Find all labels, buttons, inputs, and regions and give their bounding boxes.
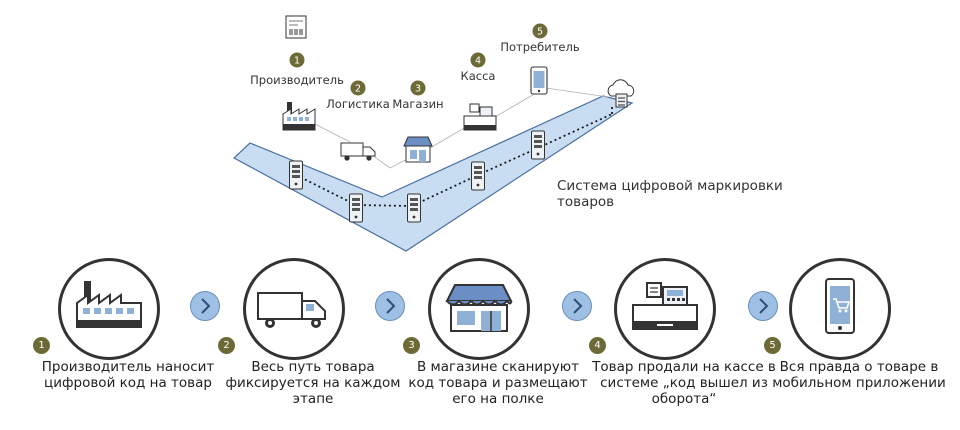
step-number-badge: 4 xyxy=(589,337,606,354)
stage-label-producer: Производитель xyxy=(250,73,344,87)
stage-number: 3 xyxy=(415,84,421,95)
step-description: Вся правда о товаре в мобильном приложен… xyxy=(772,359,946,391)
stage-number: 5 xyxy=(537,27,543,38)
store-icon xyxy=(445,284,513,332)
stage-label-store: Магазин xyxy=(392,97,443,111)
stage-number: 4 xyxy=(475,56,481,67)
factory-icon xyxy=(76,281,142,328)
step-circle xyxy=(58,258,160,360)
step-circle xyxy=(614,258,716,360)
smartphone-icon xyxy=(530,66,548,95)
step-number-badge: 3 xyxy=(403,337,420,354)
step-1: 1 Производитель наносит цифровой код на … xyxy=(33,258,223,428)
diagram-caption-line-2: товаров xyxy=(557,194,614,210)
stage-label-consumer: Потребитель xyxy=(500,40,579,54)
step-description: Товар продали на кассе в системе „код вы… xyxy=(592,359,776,407)
server-icon xyxy=(471,161,485,191)
tracking-path xyxy=(295,113,613,207)
server-icon xyxy=(407,193,421,223)
step-2: 2 Весь путь товара фиксируется на каждом… xyxy=(218,258,408,428)
step-circle xyxy=(789,258,891,360)
truck-icon xyxy=(340,142,376,161)
factory-icon xyxy=(282,102,316,131)
next-arrow-icon xyxy=(748,291,778,321)
server-icon xyxy=(289,160,303,190)
step-circle xyxy=(243,258,345,360)
step-4: 4 Товар продали на кассе в системе „код … xyxy=(589,258,779,428)
next-arrow-icon xyxy=(562,291,592,321)
step-number-badge: 1 xyxy=(33,337,50,354)
stage-number: 1 xyxy=(294,56,300,67)
step-description: Весь путь товара фиксируется на каждом э… xyxy=(225,359,401,407)
store-icon xyxy=(403,136,433,163)
cash-register-icon xyxy=(463,103,497,131)
server-icon xyxy=(349,193,363,223)
step-3: 3 В магазине сканируют код товара и разм… xyxy=(403,258,593,428)
step-number-badge: 2 xyxy=(218,337,235,354)
step-description: Производитель наносит цифровой код на то… xyxy=(41,359,215,391)
step-number-badge: 5 xyxy=(764,337,781,354)
cloud-database-icon xyxy=(607,79,635,108)
step-5: 5 Вся правда о товаре в мобильном прилож… xyxy=(764,258,954,428)
smartphone-icon xyxy=(825,278,855,334)
diagram-caption-line-1: Система цифровой маркировки xyxy=(557,178,783,194)
next-arrow-icon xyxy=(375,291,405,321)
stage-label-checkout: Касса xyxy=(461,69,496,83)
truck-icon xyxy=(257,292,326,328)
server-icon xyxy=(531,130,545,160)
stage-number: 2 xyxy=(355,84,361,95)
next-arrow-icon xyxy=(190,291,220,321)
stage-label-logistics: Логистика xyxy=(326,97,390,111)
supply-chain-diagram: 1 Производитель 2 Логистика 3 Магазин 4 … xyxy=(232,15,783,252)
barcode-document-icon xyxy=(285,15,307,39)
step-description: В магазине сканируют код товара и размещ… xyxy=(408,359,588,407)
cash-register-icon xyxy=(632,282,698,330)
step-circle xyxy=(428,258,530,360)
